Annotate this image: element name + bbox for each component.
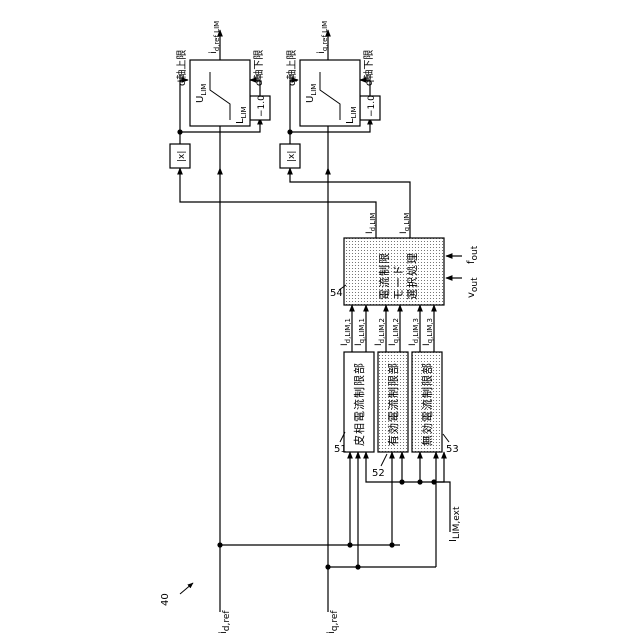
wire-vout-fout xyxy=(446,256,462,278)
svg-text:fout: fout xyxy=(466,245,480,264)
svg-text:iq,ref,LIM: iq,ref,LIM xyxy=(316,21,329,54)
svg-text:|x|: |x| xyxy=(177,151,187,162)
block-53-reactive-current-limiter: 無効電流制限部 xyxy=(412,352,442,452)
svg-text:有効電流制限部: 有効電流制限部 xyxy=(386,362,400,446)
svg-text:q軸下限: q軸下限 xyxy=(362,50,375,86)
ref-label-53: 53 xyxy=(443,434,459,455)
svg-text:vout: vout xyxy=(466,277,480,298)
svg-text:52: 52 xyxy=(372,468,385,479)
input-f-out-label: fout xyxy=(466,245,480,264)
input-v-out-label: vout xyxy=(466,277,480,298)
block-52-active-current-limiter: 有効電流制限部 xyxy=(378,352,408,452)
block-54-mode-selection: 電流制限 モード 選択処理 xyxy=(344,238,444,305)
svg-text:q軸上限: q軸上限 xyxy=(285,50,298,86)
svg-text:−1.0: −1.0 xyxy=(257,95,267,117)
svg-text:モード: モード xyxy=(392,264,405,300)
svg-text:|x|: |x| xyxy=(287,151,297,162)
input-iq-ref-label: iq,ref xyxy=(326,610,340,634)
svg-text:電流制限: 電流制限 xyxy=(377,252,391,300)
svg-text:d軸上限: d軸上限 xyxy=(175,50,188,86)
wire-54-outputs: Id,LIM Iq,LIM xyxy=(180,168,411,238)
svg-text:皮相電流制限部: 皮相電流制限部 xyxy=(352,362,366,446)
svg-text:Iq,LIM,2: Iq,LIM,2 xyxy=(388,318,400,346)
svg-text:−1.0: −1.0 xyxy=(367,95,377,117)
svg-text:d軸下限: d軸下限 xyxy=(252,50,265,86)
svg-text:id,ref: id,ref xyxy=(218,610,232,634)
ref-label-52: 52 xyxy=(372,454,387,479)
svg-text:iq,ref: iq,ref xyxy=(326,610,340,634)
svg-text:51: 51 xyxy=(334,444,347,455)
svg-text:Id,LIM,1: Id,LIM,1 xyxy=(340,318,352,346)
svg-text:53: 53 xyxy=(446,444,459,455)
svg-text:Id,LIM,3: Id,LIM,3 xyxy=(408,318,420,346)
svg-text:選択処理: 選択処理 xyxy=(405,252,419,300)
signal-labels-lim: Id,LIM,1 Iq,LIM,1 Id,LIM,2 Iq,LIM,2 Id,L… xyxy=(340,318,434,346)
input-id-ref-label: id,ref xyxy=(218,610,232,634)
limiter-block-q: ULIM LLIM xyxy=(300,30,360,126)
svg-text:Id,LIM,2: Id,LIM,2 xyxy=(374,318,386,346)
block-51-apparent-current-limiter: 皮相電流制限部 xyxy=(344,352,374,452)
svg-text:id,ref,LIM: id,ref,LIM xyxy=(208,21,221,54)
wire-distribution xyxy=(347,452,450,570)
svg-text:Iq,LIM,1: Iq,LIM,1 xyxy=(354,318,366,346)
svg-text:無効電流制限部: 無効電流制限部 xyxy=(420,362,434,446)
svg-text:Iq,LIM,3: Iq,LIM,3 xyxy=(422,318,434,346)
svg-text:40: 40 xyxy=(160,593,171,606)
ref-numeral-40: 40 xyxy=(160,583,193,606)
svg-text:Id,LIM: Id,LIM xyxy=(365,213,377,234)
svg-text:54: 54 xyxy=(330,288,343,299)
svg-text:Iq,LIM: Iq,LIM xyxy=(399,213,411,234)
